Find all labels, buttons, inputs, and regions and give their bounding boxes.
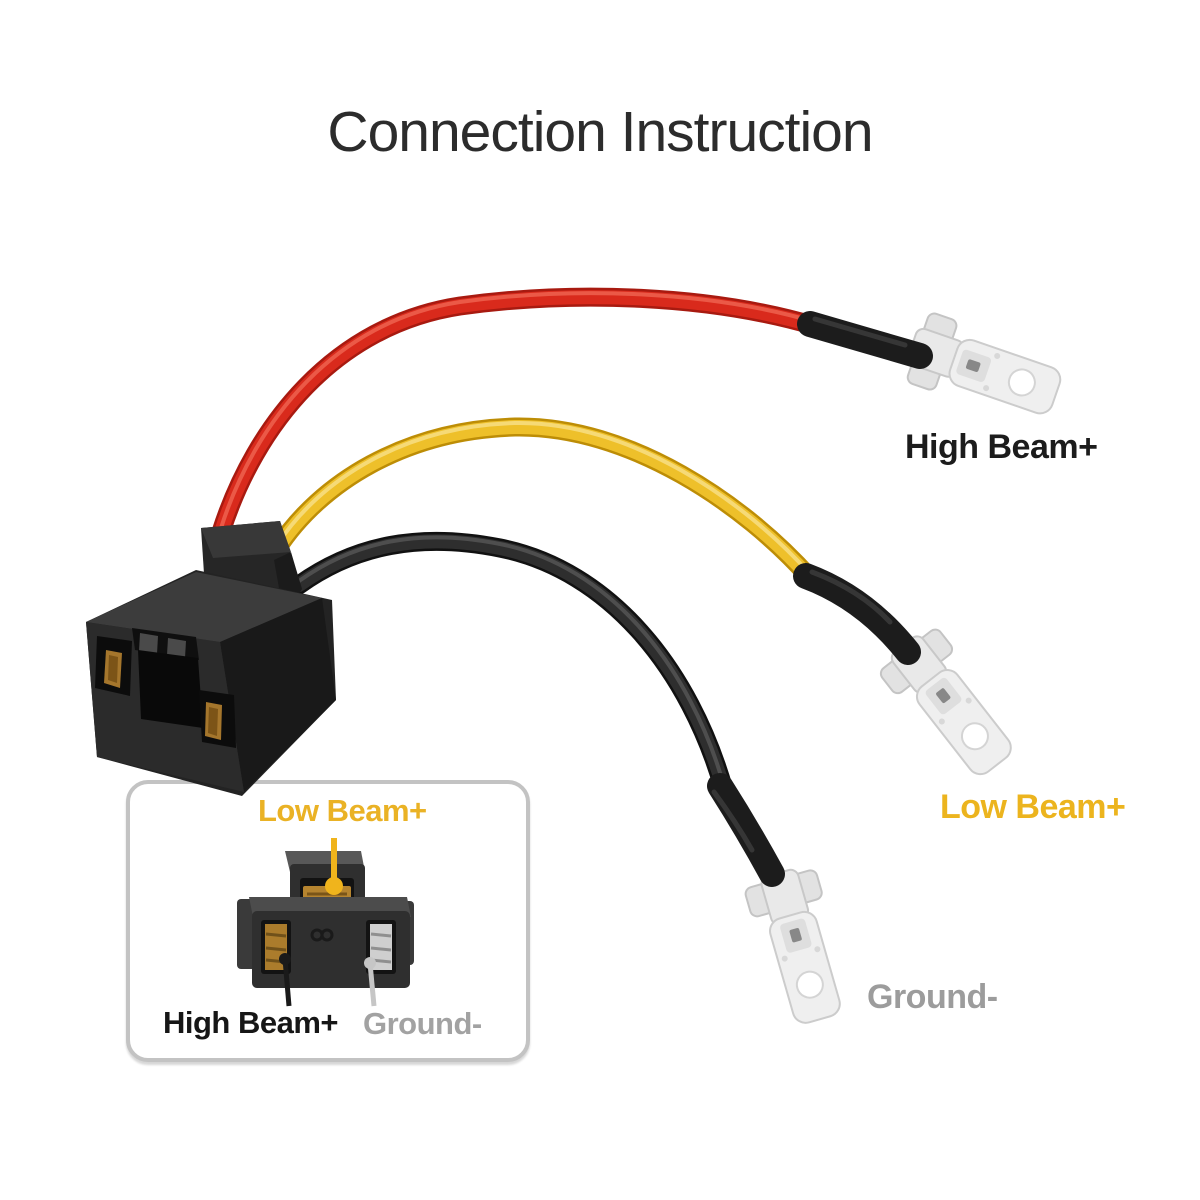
inset-label-low-beam: Low Beam+ bbox=[258, 793, 427, 828]
label-ground: Ground- bbox=[867, 978, 998, 1016]
low-beam-pointer bbox=[325, 838, 343, 895]
high-beam-pointer bbox=[279, 953, 292, 1007]
black-wire bbox=[289, 531, 734, 800]
ground-pointer bbox=[364, 957, 377, 1007]
heat-shrink-sleeves bbox=[707, 311, 933, 887]
inset-label-high-beam: High Beam+ bbox=[163, 1005, 339, 1040]
yellow-wire bbox=[267, 417, 820, 588]
red-wire bbox=[211, 287, 825, 542]
h4-connector bbox=[86, 521, 336, 796]
label-low-beam: Low Beam+ bbox=[940, 788, 1126, 826]
socket-center-opening bbox=[138, 650, 203, 728]
page-title: Connection Instruction bbox=[327, 100, 873, 164]
high-beam-terminal bbox=[899, 308, 1069, 431]
inset-connector-face bbox=[237, 851, 414, 988]
ground-terminal bbox=[741, 861, 857, 1031]
label-high-beam: High Beam+ bbox=[905, 428, 1098, 466]
inset-label-ground: Ground- bbox=[363, 1006, 482, 1041]
